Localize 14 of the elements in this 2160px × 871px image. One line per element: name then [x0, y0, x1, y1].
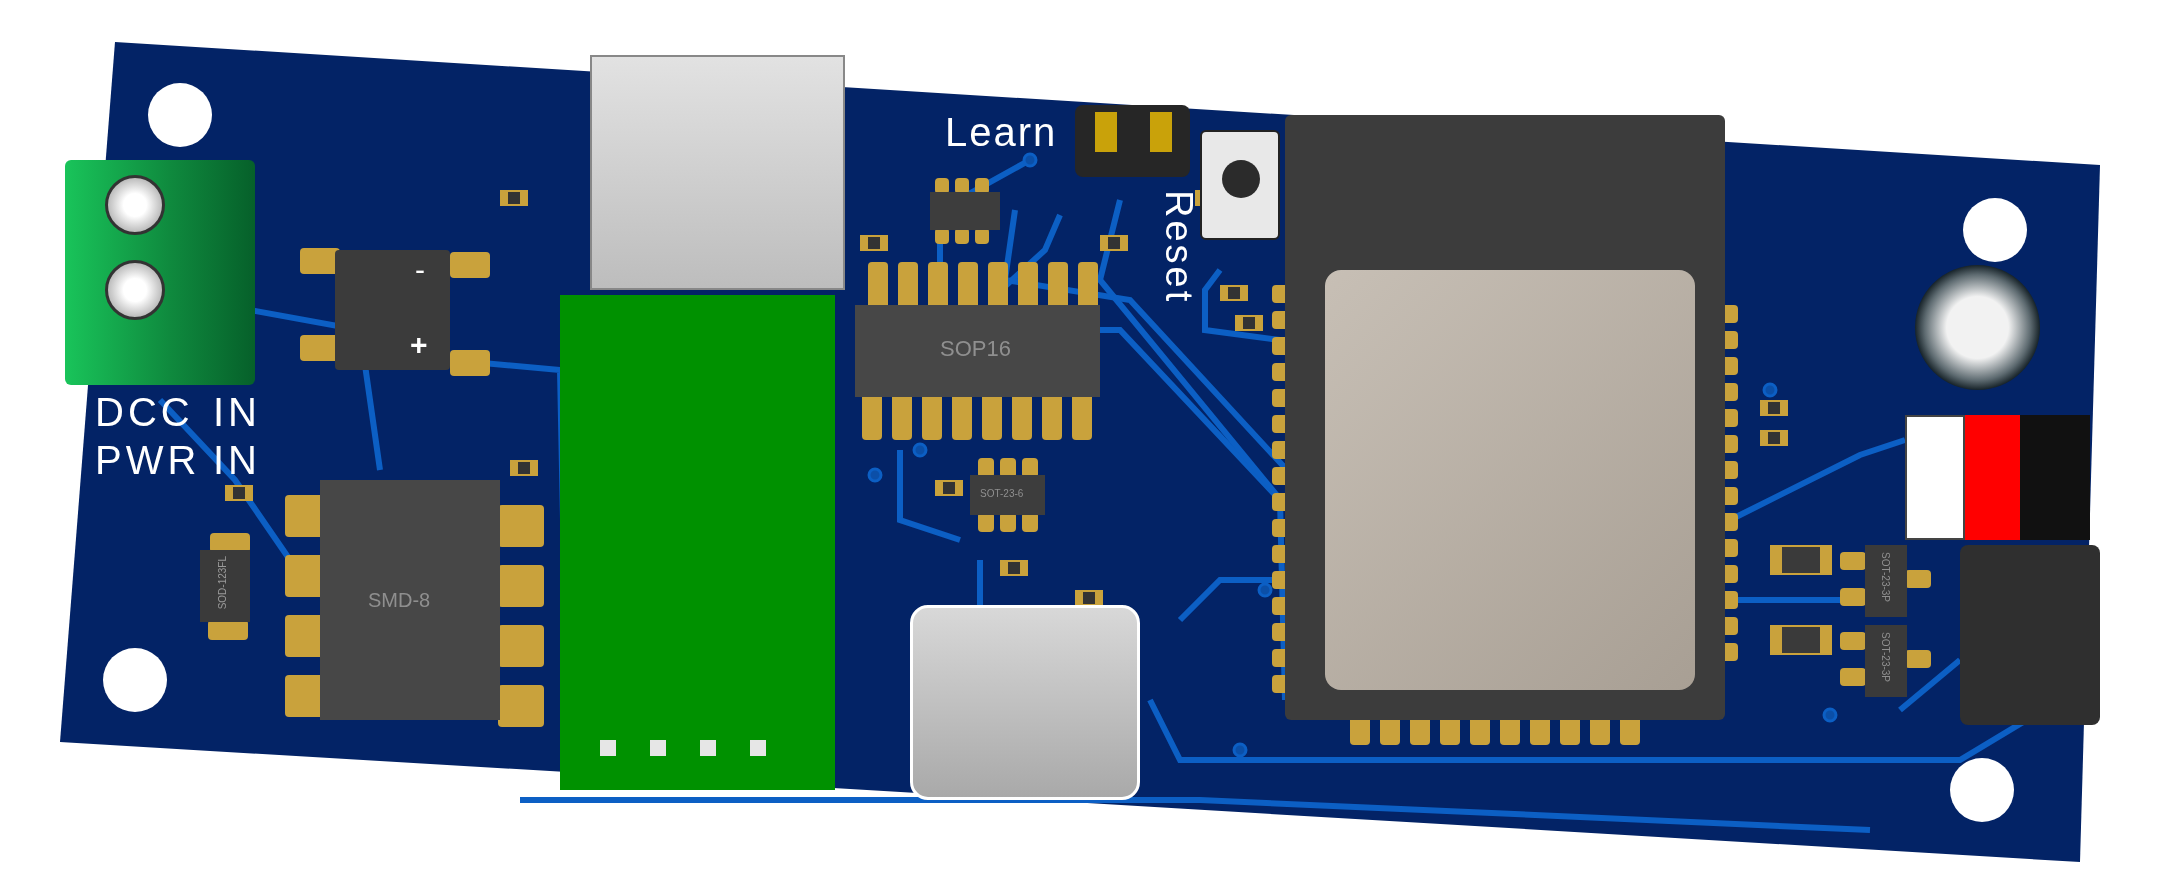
silkscreen-label: IN [213, 440, 261, 480]
chip-marking: SOD-123FL [218, 556, 228, 610]
polarity-mark: + [410, 330, 428, 360]
silkscreen-label: IN [213, 392, 261, 432]
polarity-mark: - [415, 255, 425, 285]
chip-marking: SOP16 [940, 338, 1011, 360]
chip-marking: SOT-23-6 [980, 489, 1024, 499]
chip-marking: SOT-23-3P [1880, 552, 1890, 603]
silkscreen-label: DCC [95, 392, 194, 432]
silkscreen-label: PWR [95, 440, 201, 480]
silkscreen-label: Reset [1160, 190, 1198, 305]
silkscreen-label: Learn [945, 112, 1058, 152]
chip-marking: SMD-8 [368, 590, 431, 610]
chip-marking: SOT-23-3P [1880, 632, 1890, 683]
